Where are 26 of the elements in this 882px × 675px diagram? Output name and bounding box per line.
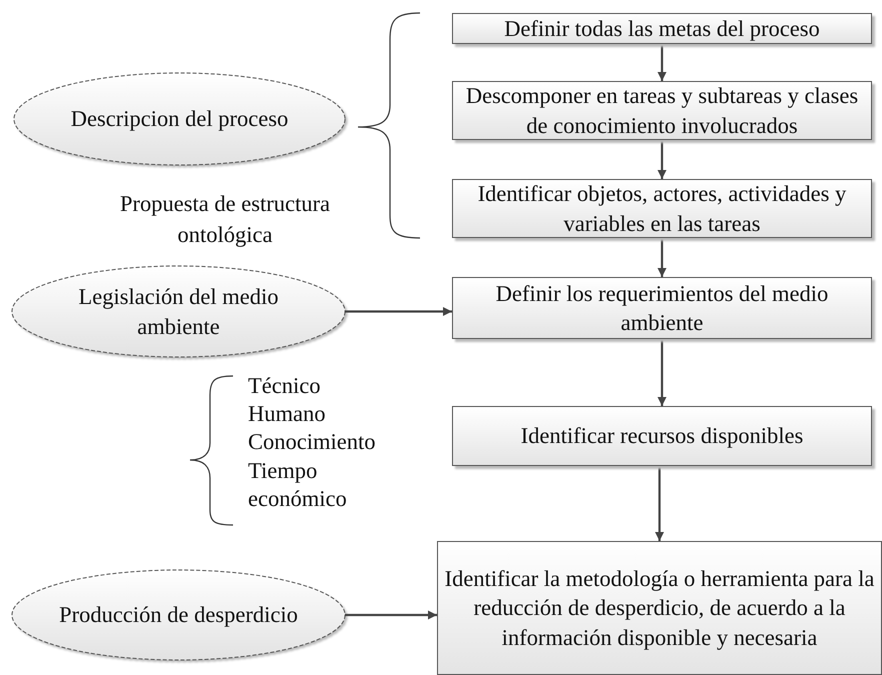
- label-text: Conocimiento: [248, 428, 376, 456]
- node-text: Identificar la metodología o herramienta para la reducción de desperdicio, de acuerdo a la información disponible y necesaria: [444, 565, 876, 652]
- node-text: Definir todas las metas del proceso: [503, 14, 821, 43]
- process-box: [437, 541, 882, 675]
- label-text: Técnico: [248, 372, 322, 400]
- node-text: Definir los requerimientos del medio ambiente: [494, 280, 830, 337]
- arrow: [345, 306, 452, 316]
- node-text: Identificar recursos disponibles: [520, 422, 804, 450]
- arrow: [657, 238, 667, 277]
- label-text: Humano: [248, 400, 326, 428]
- arrow: [657, 140, 667, 179]
- arrow: [654, 466, 664, 541]
- process-box: [452, 406, 872, 466]
- node-text: Identificar objetos, actores, actividades y variables en las tareas: [476, 180, 848, 238]
- label-text: Tiempo: [248, 457, 318, 485]
- node-text: Legislación del medio ambiente: [78, 283, 280, 340]
- node-text: Descomponer en tareas y subtareas y clases de conocimiento involucrados: [464, 82, 860, 140]
- process-box: [452, 277, 872, 339]
- arrow: [657, 44, 667, 81]
- node-text: Descripcion del proceso: [70, 105, 290, 134]
- process-box: [452, 13, 872, 44]
- arrow: [345, 610, 437, 620]
- label-text: Propuesta de estructura ontológica: [119, 190, 331, 250]
- label-text: económico: [248, 485, 348, 513]
- node-text: Producción de desperdicio: [58, 601, 299, 630]
- arrow: [657, 339, 667, 406]
